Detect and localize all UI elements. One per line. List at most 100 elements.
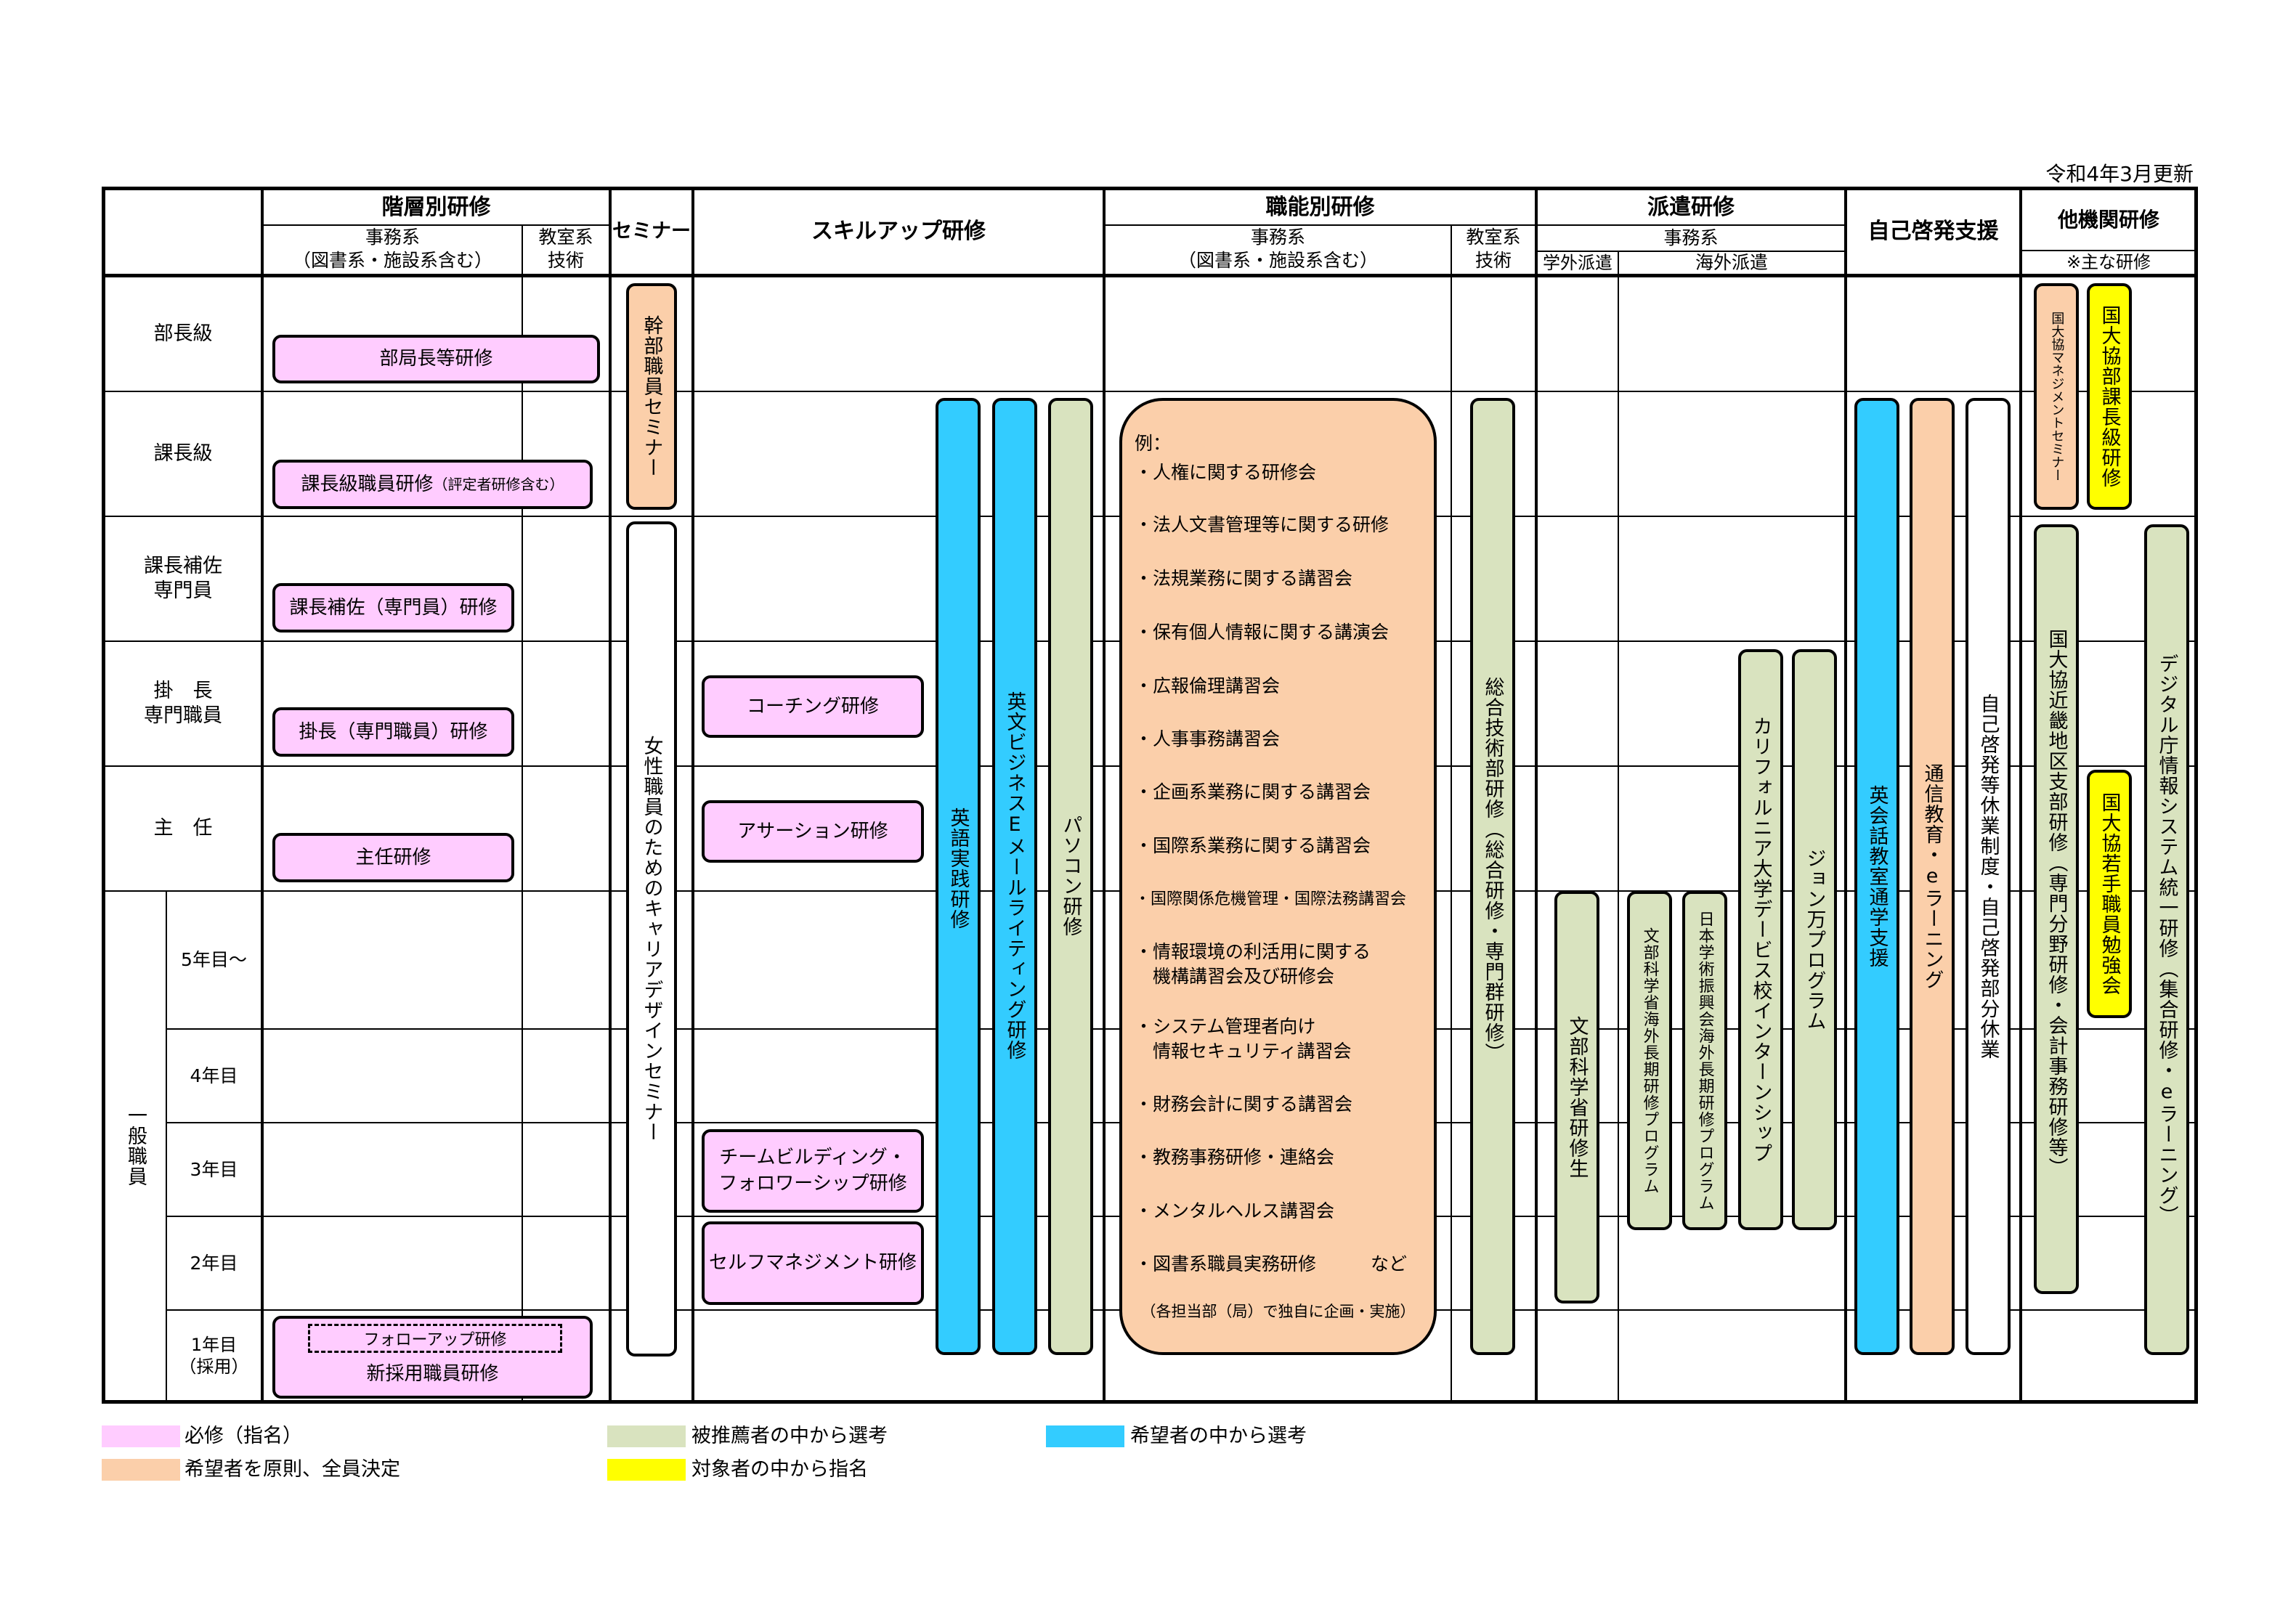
box-monbu-label: 文部科学省研修生 [1565, 1016, 1589, 1179]
box-eikaiwa-shien: 英会話教室通学支援 [1854, 398, 1899, 1355]
legend-swatch-peach [102, 1459, 180, 1481]
header-shokuno-gijutsu: 技術 [1474, 250, 1512, 271]
examples-note: （各担当部（局）で独自に企画・実施） [1140, 1303, 1416, 1321]
example-item: ・財務会計に関する講習会 [1135, 1094, 1353, 1115]
box-kanbu-seminar: 幹部職員セミナー [626, 283, 677, 510]
box-kokudai-bucho-label: 国大協部課長級研修 [2098, 305, 2121, 488]
row-year1-line2: （採用） [179, 1356, 249, 1377]
example-item: ・システム管理者向け [1135, 1016, 1316, 1037]
box-kokudai-kinki: 国大協近畿地区支部研修（専門分野研修・会計事務研修等） [2034, 524, 2079, 1294]
box-selfmanagement: セルフマネジメント研修 [702, 1221, 924, 1305]
box-self-label: セルフマネジメント研修 [708, 1252, 917, 1274]
box-sogo-gijutsu: 総合技術部研修（総合研修・専門群研修） [1470, 398, 1515, 1355]
row-kachou: 課長級 [153, 442, 213, 465]
row-hosa: 課長補佐 専門員 [105, 517, 261, 640]
box-monbu-kenshusei: 文部科学省研修生 [1554, 891, 1599, 1303]
box-eikaiwa-label: 英会話教室通学支援 [1865, 785, 1889, 968]
row-year5: 5年目～ [181, 949, 247, 970]
box-digital-label: デジタル庁情報システム統一研修（集合研修・eラーニング） [2155, 654, 2178, 1226]
box-kyugyo-label: 自己啓発等休業制度・自己啓発部分休業 [1976, 693, 2000, 1059]
box-kinki-label: 国大協近畿地区支部研修（専門分野研修・会計事務研修等） [2045, 629, 2068, 1178]
box-shokuno-examples [1119, 398, 1437, 1355]
chart-frame [102, 187, 2198, 1404]
box-team-line2: フォロワーシップ研修 [718, 1172, 907, 1195]
legend-swatch-yellow [607, 1459, 686, 1481]
row-hosa-line1: 課長補佐 [144, 555, 222, 578]
box-followup-label: フォローアップ研修 [363, 1331, 507, 1349]
box-shunin-label: 主任研修 [355, 846, 431, 869]
example-item: ・図書系職員実務研修 など [1135, 1253, 1408, 1274]
header-haken-gakugai: 学外派遣 [1543, 252, 1613, 273]
box-eibun-email: 英文ビジネスEメールライティング研修 [992, 398, 1037, 1355]
example-item: ・情報環境の利活用に関する [1135, 941, 1371, 962]
box-eigo-label: 英語実践研修 [946, 808, 970, 930]
header-kaiso-jimu-sub: （図書系・施設系含む） [292, 250, 492, 271]
box-monbu-kaigai-label: 文部科学省海外長期研修プログラム [1640, 927, 1659, 1195]
legend-label-blue: 希望者の中から選考 [1130, 1425, 1307, 1447]
header-kaiso-jimu: 事務系 [365, 227, 420, 248]
legend-swatch-blue [1046, 1425, 1124, 1447]
box-kakaricho-kenshu: 掛長（専門職員）研修 [272, 707, 514, 757]
example-item: 機構講習会及び研修会 [1135, 966, 1335, 987]
examples-label: 例： [1135, 433, 1172, 454]
box-california-davis: カリフォルニア大学デービス校インターンシップ [1738, 649, 1783, 1230]
legend-label-pink: 必修（指名） [184, 1425, 302, 1447]
example-item: ・企画系業務に関する講習会 [1135, 781, 1371, 802]
row-kakari-line2: 専門職員 [144, 704, 222, 727]
box-josei-label: 女性職員のためのキャリアデザインセミナー [640, 736, 663, 1142]
box-john-label: ジョン万プログラム [1803, 848, 1826, 1031]
example-item: ・教務事務研修・連絡会 [1135, 1147, 1335, 1168]
row-year1: 1年目 （採用） [167, 1311, 261, 1400]
example-item: ・国際関係危機管理・国際法務講習会 [1135, 890, 1407, 908]
box-kachokyu-kenshu: 課長級職員研修（評定者研修含む） [272, 460, 593, 509]
header-kaiso-kyoshitsu: 教室系 [538, 227, 593, 248]
box-kanbu-label: 幹部職員セミナー [640, 315, 663, 478]
update-note: 令和4年3月更新 [2045, 162, 2194, 187]
example-item: 情報セキュリティ講習会 [1135, 1041, 1352, 1062]
box-eigo-jissen: 英語実践研修 [936, 398, 981, 1355]
box-eibun-label: 英文ビジネスEメールライティング研修 [1003, 691, 1026, 1060]
box-tsushin-elearning: 通信教育・eラーニング [1910, 398, 1955, 1355]
box-gakushin-label: 日本学術振興会海外長期研修プログラム [1695, 910, 1714, 1211]
example-item: ・人事事務講習会 [1135, 728, 1281, 749]
header-kaiso: 階層別研修 [381, 194, 491, 220]
box-pc-label: パソコン研修 [1059, 815, 1082, 937]
header-shokuno-jimu: 事務系 [1250, 227, 1305, 248]
row-year2: 2年目 [190, 1252, 238, 1274]
example-item: ・国際系業務に関する講習会 [1135, 835, 1371, 856]
box-team-line1: チームビルディング・ [719, 1147, 906, 1169]
example-item: ・広報倫理講習会 [1135, 675, 1281, 696]
row-hosa-line2: 専門員 [153, 579, 213, 602]
box-hosa-label: 課長補佐（専門員）研修 [289, 596, 498, 619]
row-shunin: 主 任 [153, 816, 213, 839]
box-kokudai-management: 国大協マネジメントセミナー [2034, 283, 2079, 510]
legend-label-peach: 希望者を原則、全員決定 [184, 1458, 400, 1481]
row-year1-line1: 1年目 [190, 1334, 238, 1355]
legend-label-green: 被推薦者の中から選考 [691, 1425, 888, 1447]
box-pc-kenshu: パソコン研修 [1048, 398, 1093, 1355]
box-tsushin-label: 通信教育・eラーニング [1920, 763, 1944, 990]
box-followup-kenshu: フォローアップ研修 [308, 1324, 562, 1353]
box-assertion-label: アサーション研修 [737, 820, 888, 842]
box-kachokyu-label: 課長級職員研修 [301, 473, 434, 495]
header-jiko: 自己啓発支援 [1867, 219, 1999, 244]
box-bukyokucho-label: 部局長等研修 [379, 348, 493, 370]
box-california-label: カリフォルニア大学デービス校インターンシップ [1749, 716, 1772, 1163]
header-skillup: スキルアップ研修 [811, 219, 986, 244]
legend-swatch-pink [102, 1425, 180, 1447]
header-haken-jimu: 事務系 [1663, 227, 1719, 248]
header-kaiso-gijutsu: 技術 [547, 250, 584, 271]
box-coaching-label: コーチング研修 [746, 695, 879, 717]
box-monbu-kaigai: 文部科学省海外長期研修プログラム [1627, 891, 1672, 1230]
row-year4: 4年目 [190, 1065, 238, 1086]
legend-swatch-green [607, 1425, 686, 1447]
box-coaching: コーチング研修 [702, 675, 924, 738]
legend-label-yellow: 対象者の中から指名 [691, 1458, 868, 1481]
box-shinsaiyo-kenshu: 新採用職員研修 [272, 1316, 593, 1399]
box-josei-career-seminar: 女性職員のためのキャリアデザインセミナー [626, 521, 677, 1356]
example-item: ・法人文書管理等に関する研修 [1135, 514, 1390, 535]
header-haken-kaigai: 海外派遣 [1695, 252, 1768, 273]
example-item: ・人権に関する研修会 [1135, 462, 1317, 483]
header-takikan-note: ※主な研修 [2066, 252, 2151, 273]
row-kakari-line1: 掛 長 [153, 680, 213, 703]
